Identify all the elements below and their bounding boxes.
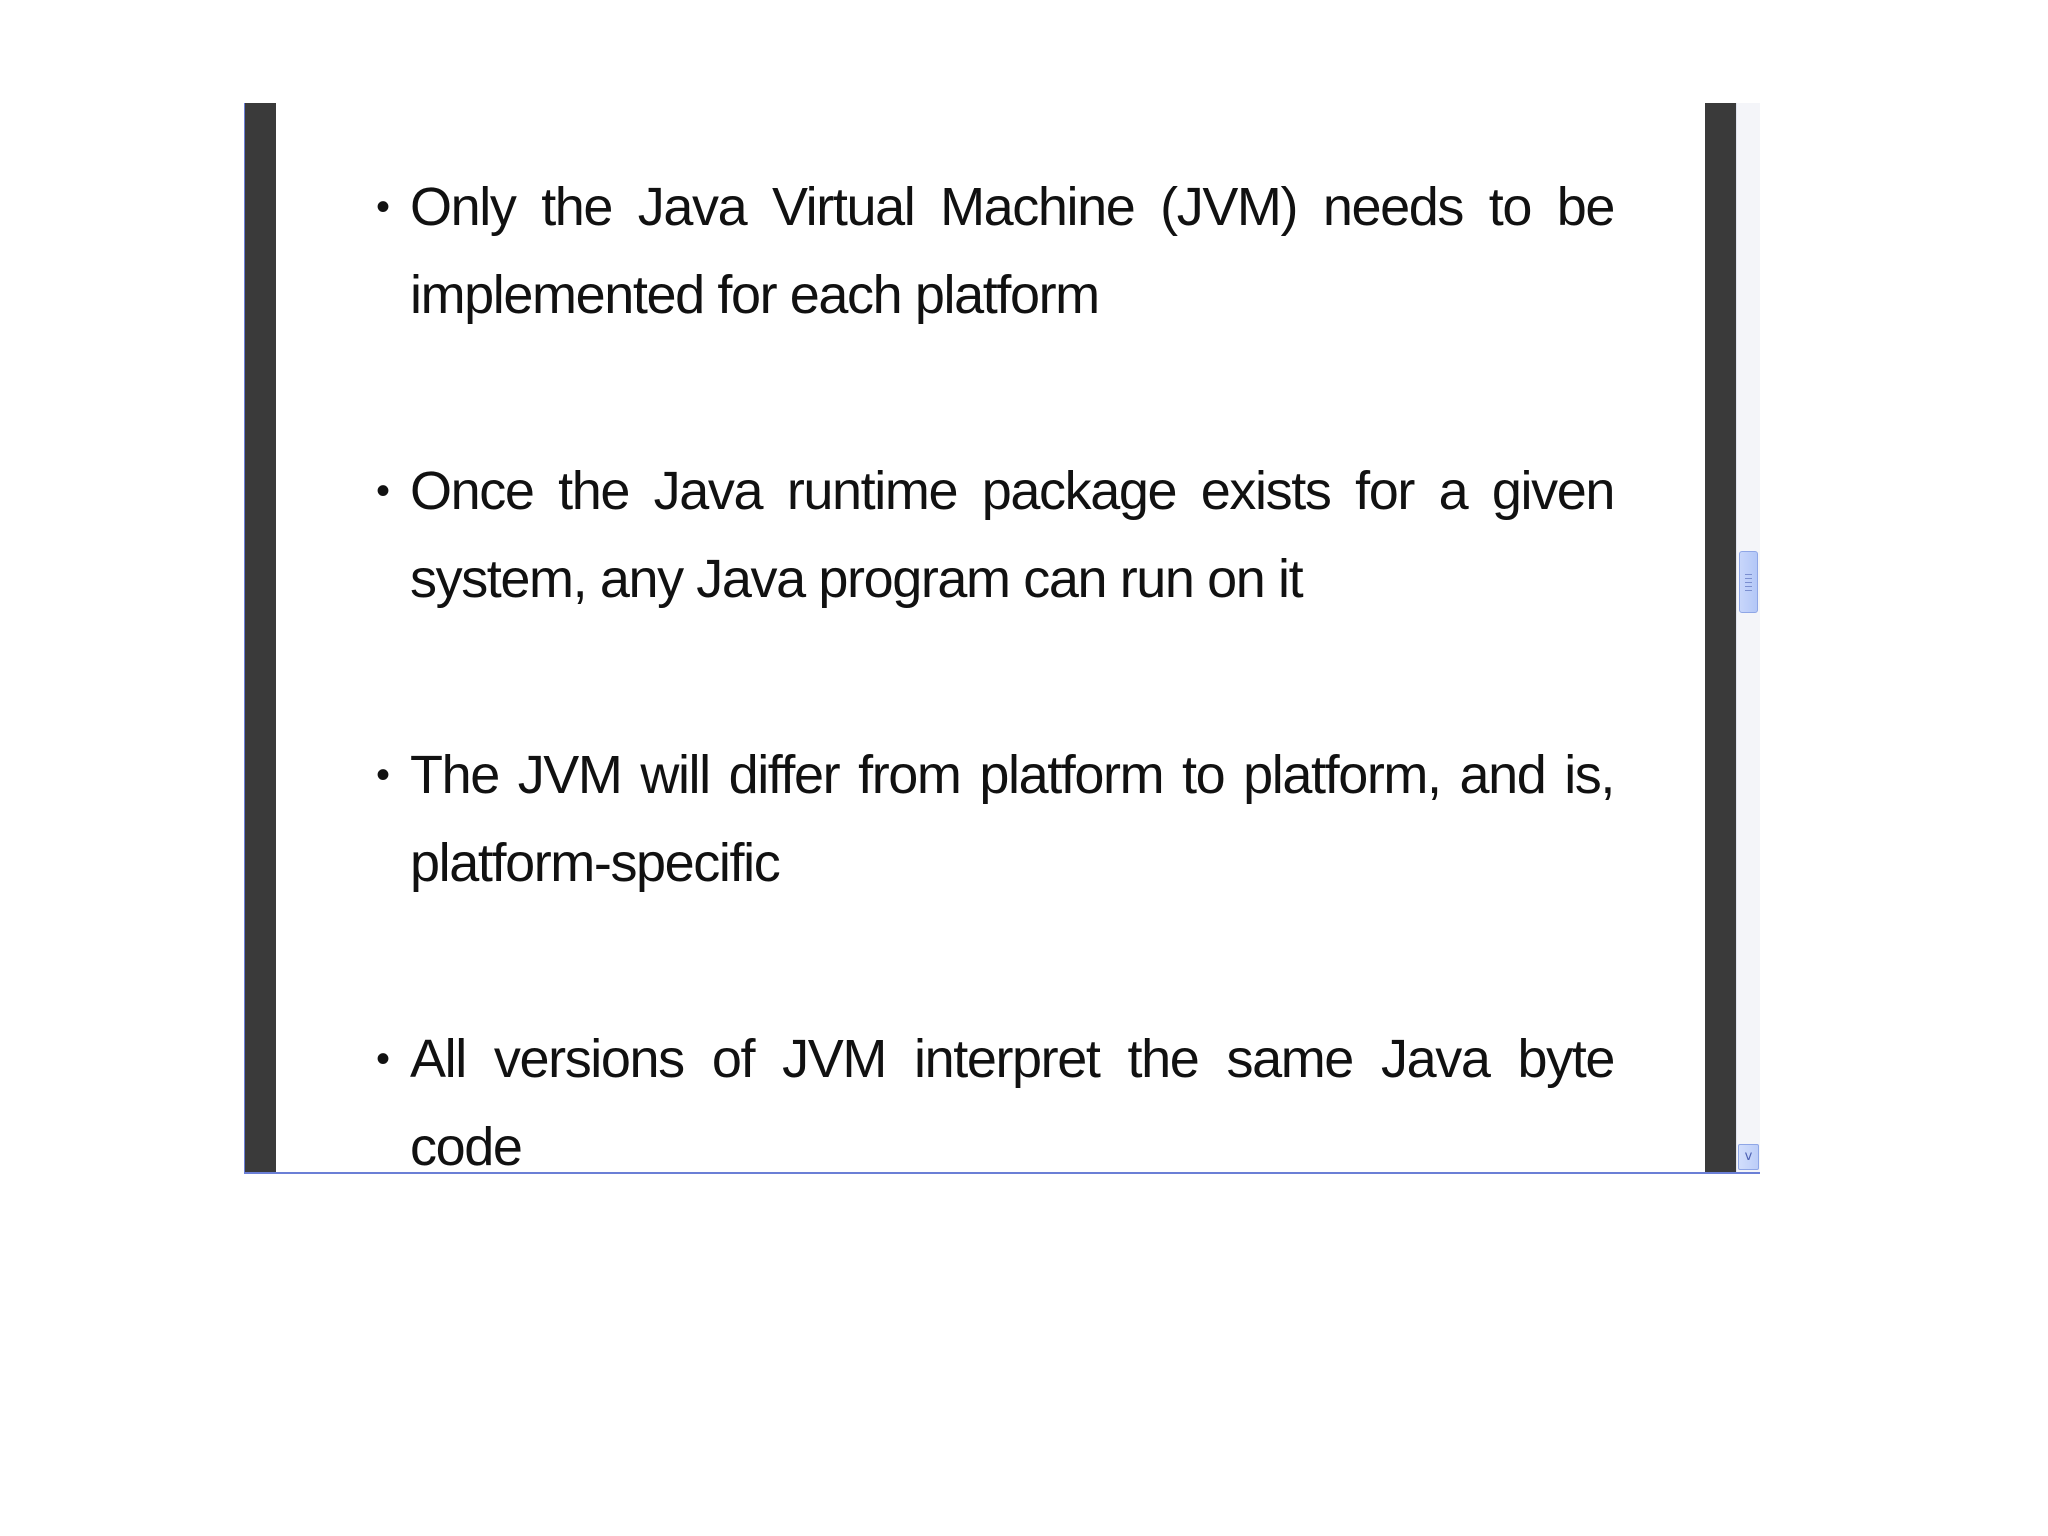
scroll-down-button[interactable]: v [1738, 1144, 1759, 1170]
vertical-scrollbar[interactable]: v [1736, 103, 1760, 1172]
slide-frame-left [245, 103, 276, 1172]
bullet-text: Once the Java runtime package exists for… [410, 461, 1615, 609]
bullet-text: All versions of JVM interpret the same J… [410, 1029, 1615, 1177]
bullet-list: • Only the Java Virtual Machine (JVM) ne… [376, 163, 1615, 1191]
bullet-item: • The JVM will differ from platform to p… [376, 731, 1615, 907]
slide-content: • Only the Java Virtual Machine (JVM) ne… [276, 103, 1705, 1177]
bullet-icon: • [376, 1037, 390, 1081]
slide-frame-right [1705, 103, 1736, 1172]
bullet-text: The JVM will differ from platform to pla… [410, 745, 1615, 893]
bullet-icon: • [376, 469, 390, 513]
bullet-item: • Only the Java Virtual Machine (JVM) ne… [376, 163, 1615, 339]
bullet-icon: • [376, 185, 390, 229]
chevron-down-icon: v [1744, 1149, 1753, 1164]
bullet-item: • All versions of JVM interpret the same… [376, 1015, 1615, 1191]
scrollbar-thumb[interactable] [1739, 551, 1758, 613]
document-viewer-window: • Only the Java Virtual Machine (JVM) ne… [244, 103, 1760, 1177]
bullet-icon: • [376, 753, 390, 797]
bullet-text: Only the Java Virtual Machine (JVM) need… [410, 177, 1615, 325]
bullet-item: • Once the Java runtime package exists f… [376, 447, 1615, 623]
